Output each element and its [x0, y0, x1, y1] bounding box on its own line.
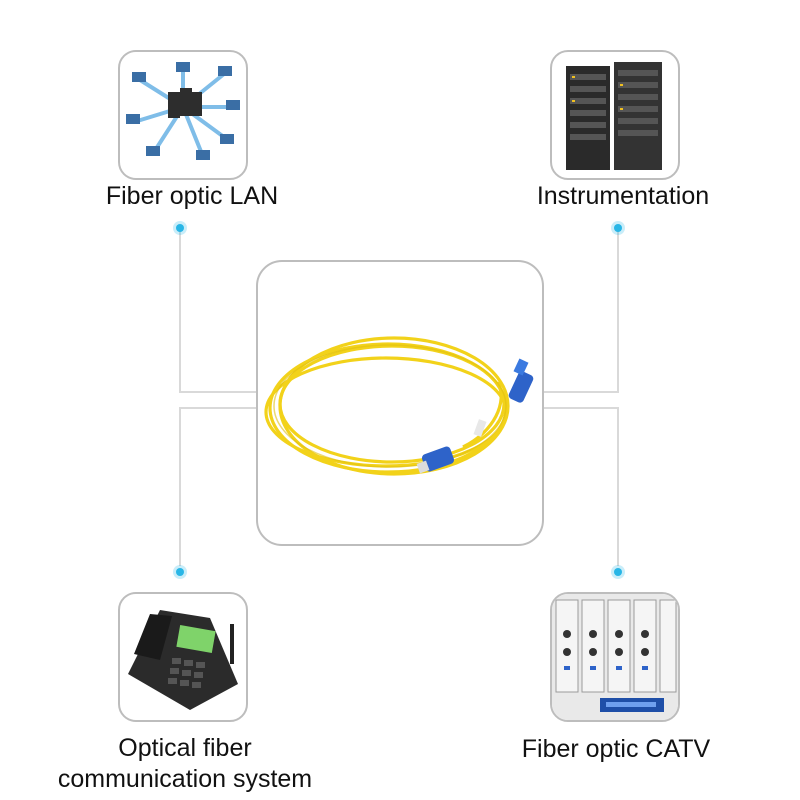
- connector-dot: [176, 568, 184, 576]
- catv-label: Fiber optic CATV: [521, 735, 711, 763]
- center-card: [256, 260, 544, 546]
- connector: [508, 371, 534, 403]
- catv-headend-icon: [552, 594, 678, 720]
- optical-label: Optical fiber communication system: [40, 733, 330, 795]
- connector-dot: [176, 224, 184, 232]
- fiber-patch-cord-image: [264, 336, 534, 476]
- desk-phone-icon: [128, 610, 238, 710]
- lan-label: Fiber optic LAN: [105, 182, 279, 210]
- server-rack-icon: [566, 62, 662, 170]
- phone-card: [118, 592, 248, 722]
- connector-dot: [614, 224, 622, 232]
- connector-dot: [614, 568, 622, 576]
- optical-label-line1: Optical fiber: [118, 734, 252, 762]
- instrumentation-card: [550, 50, 680, 180]
- instrumentation-label: Instrumentation: [536, 182, 710, 210]
- connector: [421, 446, 455, 472]
- network-lan-icon: [126, 62, 240, 160]
- catv-card: [550, 592, 680, 722]
- lan-card: [118, 50, 248, 180]
- optical-label-line2: communication system: [57, 765, 313, 793]
